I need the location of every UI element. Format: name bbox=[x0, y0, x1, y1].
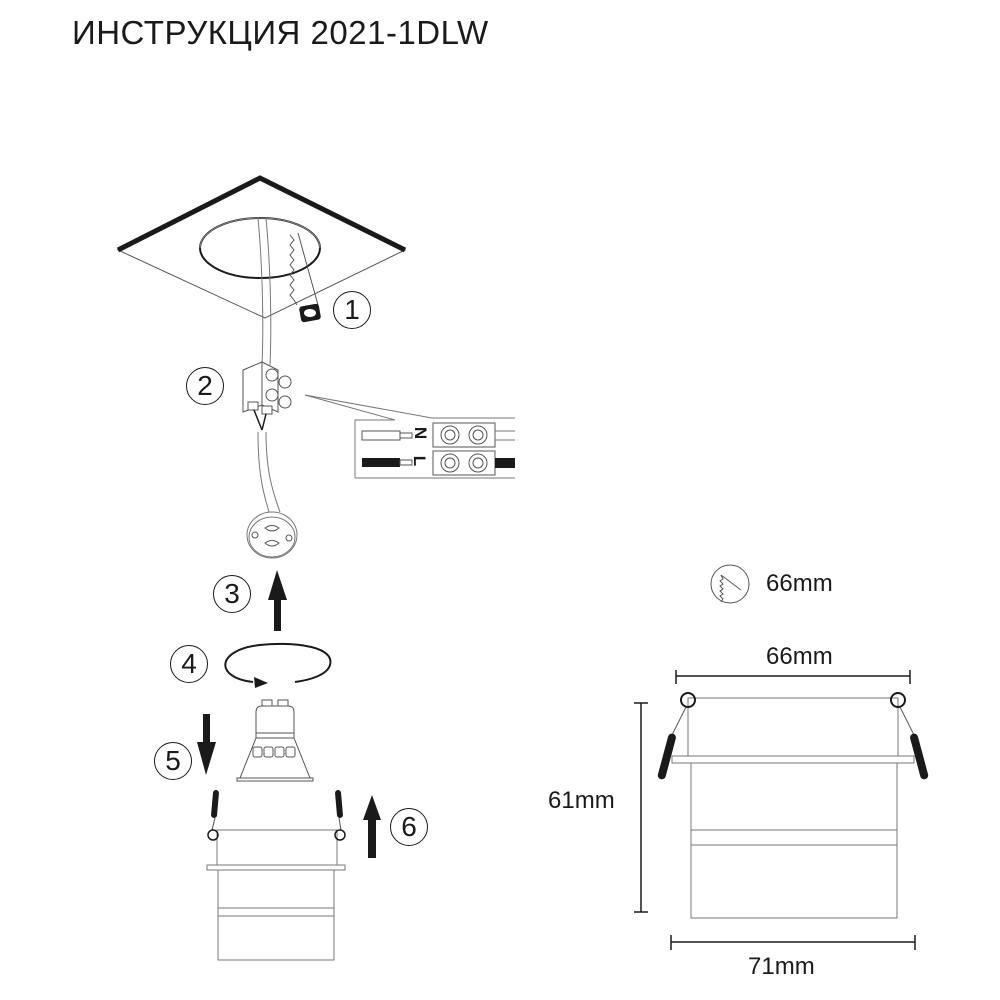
step-number: 3 bbox=[224, 578, 240, 609]
gu10-lamp bbox=[236, 699, 314, 782]
step-5-badge: 5 bbox=[154, 742, 192, 780]
step-4-badge: 4 bbox=[170, 645, 208, 683]
step-6-badge: 6 bbox=[390, 808, 428, 846]
step-3-badge: 3 bbox=[213, 575, 251, 613]
step-number: 5 bbox=[165, 745, 181, 776]
step-1-badge: 1 bbox=[333, 291, 371, 329]
neutral-label: N bbox=[411, 426, 431, 440]
dimension-drawing bbox=[634, 670, 929, 950]
callout-line bbox=[304, 394, 396, 421]
cable-lower bbox=[257, 431, 281, 516]
callout-line bbox=[304, 394, 433, 419]
cable bbox=[257, 217, 272, 366]
arrow-up-icon bbox=[363, 795, 381, 858]
saw-cutout-icon bbox=[710, 564, 750, 604]
page-title: ИНСТРУКЦИЯ 2021-1DLW bbox=[72, 14, 489, 51]
gu10-socket bbox=[246, 511, 298, 559]
rotate-arrow-icon bbox=[224, 642, 332, 688]
terminal-block bbox=[242, 361, 292, 431]
wiring-detail bbox=[354, 417, 515, 479]
saw-icon bbox=[289, 232, 321, 323]
cutout-dimension: 66mm bbox=[766, 570, 833, 597]
step-2-badge: 2 bbox=[186, 367, 224, 405]
step-number: 2 bbox=[197, 370, 213, 401]
top-width-dimension: 66mm bbox=[766, 643, 833, 670]
bottom-width-dimension: 71mm bbox=[748, 953, 815, 980]
arrow-down-icon bbox=[197, 714, 216, 775]
step-number: 6 bbox=[401, 811, 417, 842]
height-dimension: 61mm bbox=[548, 787, 615, 814]
step-number: 4 bbox=[181, 648, 197, 679]
step-number: 1 bbox=[344, 294, 360, 325]
live-label: L bbox=[410, 455, 430, 467]
arrow-up-icon bbox=[268, 570, 287, 631]
fixture-left bbox=[206, 790, 346, 961]
